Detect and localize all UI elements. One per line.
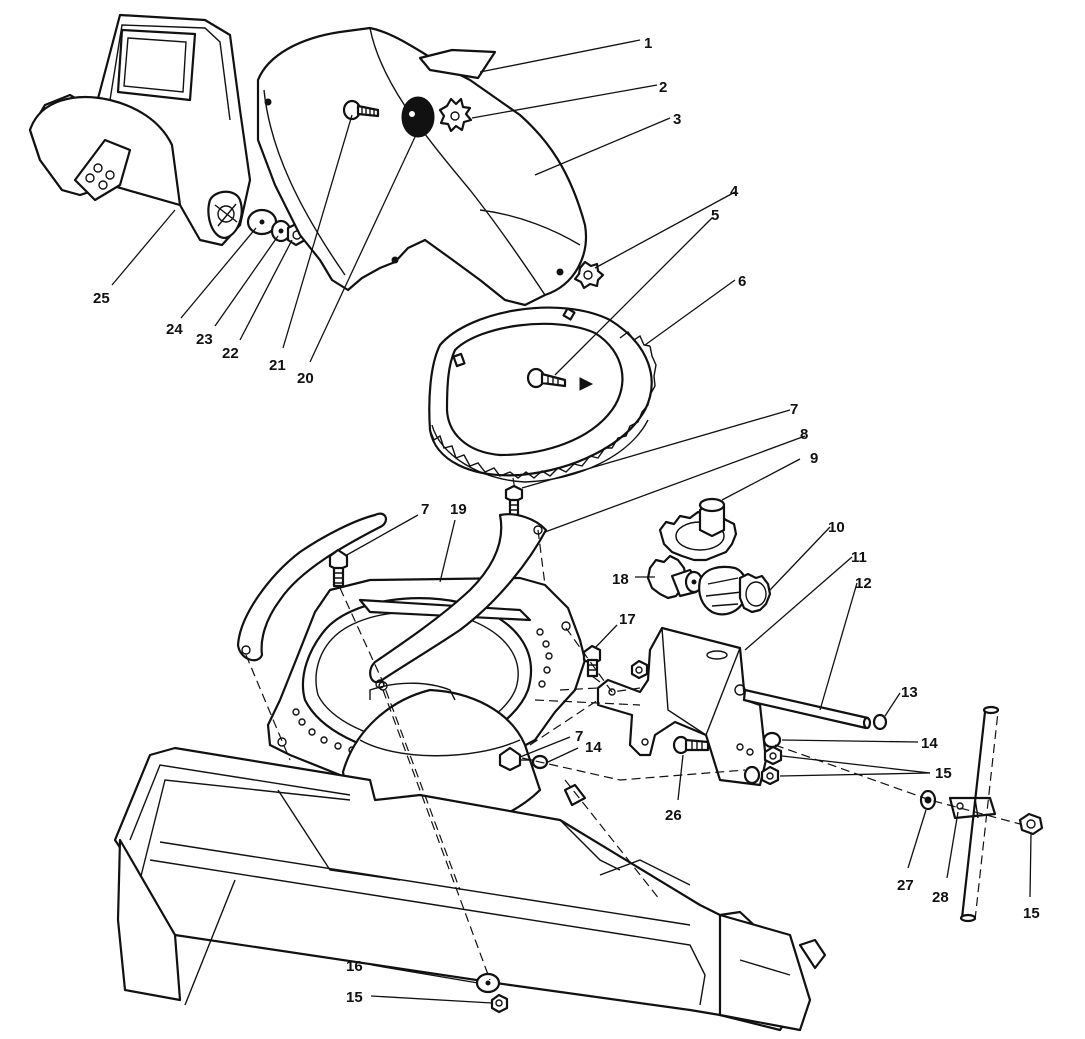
callout-14-lower: 14 <box>585 739 602 756</box>
callout-15-bottom: 15 <box>346 989 363 1006</box>
callout-17: 17 <box>619 611 636 628</box>
chute-ring-gear-part <box>428 306 657 483</box>
nut-15-upper-part <box>763 745 783 766</box>
washer-27-part <box>919 789 937 811</box>
nut-near-bracket-part <box>630 659 649 680</box>
control-rod-part <box>959 705 1000 923</box>
gear-18-part <box>646 554 704 600</box>
bolt-7-left-part <box>328 548 349 588</box>
auger-housing-part <box>113 746 827 1032</box>
callout-16: 16 <box>346 958 363 975</box>
callout-7-lower: 7 <box>575 728 583 745</box>
callout-15-right: 15 <box>935 765 952 782</box>
callout-25: 25 <box>93 290 110 307</box>
callout-19: 19 <box>450 501 467 518</box>
nut-15-lower-part <box>743 765 780 786</box>
bolt-8-part <box>504 484 524 517</box>
callout-6: 6 <box>738 273 746 290</box>
washer-14-part <box>762 731 782 749</box>
callout-27: 27 <box>897 877 914 894</box>
assembly-centerlines <box>245 477 1021 981</box>
callout-20: 20 <box>297 370 314 387</box>
discharge-funnel-part <box>341 682 542 834</box>
callout-22: 22 <box>222 345 239 362</box>
pad-20-part <box>401 96 435 138</box>
callout-7-left: 7 <box>421 501 429 518</box>
clip-13-part <box>872 713 888 731</box>
callout-11: 11 <box>851 549 867 566</box>
callout-7-top: 7 <box>790 401 798 418</box>
gear-9-part <box>658 497 738 562</box>
bolt-26-part <box>672 735 710 755</box>
callout-18: 18 <box>612 571 629 588</box>
chute-part <box>256 26 588 307</box>
bolt-5-part <box>526 367 594 391</box>
callout-28: 28 <box>932 889 949 906</box>
retainer-strap-left-part <box>236 512 388 662</box>
nut-15-right-part <box>1018 812 1044 836</box>
bolt-17-part <box>582 644 602 678</box>
washer-16-part <box>475 972 501 994</box>
callout-24: 24 <box>166 321 183 338</box>
callout-14-right: 14 <box>921 735 938 752</box>
leader-lines <box>111 39 1032 1004</box>
callout-labels: 1 2 3 4 5 6 7 8 9 10 11 12 13 14 15 7 19… <box>93 35 1040 1006</box>
shaft-12-part <box>742 688 872 730</box>
star-washer-2-part <box>438 97 473 133</box>
callout-21: 21 <box>269 357 286 374</box>
lock-nut-4-part <box>573 260 605 290</box>
bracket-11-part <box>596 626 768 787</box>
decal-part <box>418 48 497 80</box>
callout-15-rod: 15 <box>1023 905 1040 922</box>
callout-23: 23 <box>196 331 213 348</box>
callout-2: 2 <box>659 79 667 96</box>
nut-15-bottom-part <box>490 993 509 1014</box>
callout-9: 9 <box>810 450 818 467</box>
hardware-7-14-part <box>498 746 549 772</box>
callout-3: 3 <box>673 111 681 128</box>
callout-5: 5 <box>711 207 719 224</box>
callout-10: 10 <box>828 519 845 536</box>
callout-12: 12 <box>855 575 872 592</box>
callout-4: 4 <box>730 183 739 200</box>
gear-10-part <box>698 565 772 616</box>
callout-13: 13 <box>901 684 918 701</box>
callout-8: 8 <box>800 426 808 443</box>
callout-1: 1 <box>644 35 652 52</box>
deflector-hood-part <box>28 13 252 247</box>
screw-21-part <box>342 99 380 121</box>
callout-26: 26 <box>665 807 682 824</box>
